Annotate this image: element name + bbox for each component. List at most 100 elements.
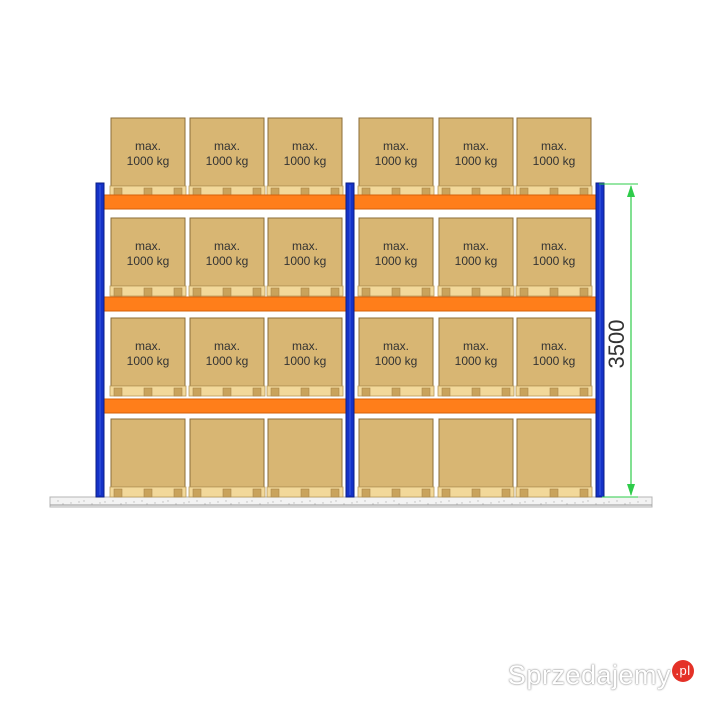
box-label-weight: 1000 kg bbox=[206, 154, 249, 168]
floor-speck bbox=[217, 501, 219, 503]
pallet-block bbox=[471, 488, 481, 498]
pallet-block bbox=[222, 488, 232, 498]
pallet-block bbox=[222, 387, 232, 397]
box-label-max: max. bbox=[135, 139, 161, 153]
pallet-block bbox=[173, 387, 183, 397]
pallet-load: max.1000 kg bbox=[109, 317, 187, 397]
floor-speck bbox=[162, 501, 164, 503]
floor-speck bbox=[608, 501, 610, 503]
pallet-block bbox=[192, 287, 202, 297]
box-label-max: max. bbox=[541, 239, 567, 253]
floor-speck bbox=[393, 500, 395, 502]
floor-speck bbox=[91, 503, 93, 505]
floor-speck bbox=[196, 500, 198, 502]
box-label-max: max. bbox=[214, 339, 240, 353]
floor-speck bbox=[62, 503, 64, 505]
cardboard-box bbox=[358, 117, 434, 187]
box-label-weight: 1000 kg bbox=[206, 354, 249, 368]
pallet-load: max.1000 kg bbox=[437, 317, 515, 397]
watermark-logo: Sprzedajemy.pl bbox=[508, 660, 694, 691]
cardboard-box bbox=[189, 418, 265, 488]
floor-speck bbox=[503, 500, 505, 502]
pallet-block bbox=[391, 387, 401, 397]
pallet-load bbox=[109, 418, 187, 498]
dimension-arrow-top bbox=[627, 185, 635, 197]
box-label-max: max. bbox=[214, 239, 240, 253]
floor-speck bbox=[545, 502, 547, 504]
box-label-max: max. bbox=[541, 139, 567, 153]
pallet-block bbox=[252, 287, 262, 297]
cardboard-box bbox=[358, 418, 434, 488]
pallet-block bbox=[441, 387, 451, 397]
floor-speck bbox=[419, 500, 421, 502]
box-label-max: max. bbox=[463, 339, 489, 353]
floor-speck bbox=[574, 502, 576, 504]
floor-speck bbox=[645, 500, 647, 502]
pallet-block bbox=[441, 488, 451, 498]
cardboard-box bbox=[267, 217, 343, 287]
floor-speck bbox=[204, 503, 206, 505]
pallet-block bbox=[143, 287, 153, 297]
pallet-block bbox=[549, 287, 559, 297]
floor-speck bbox=[322, 502, 324, 504]
cardboard-box bbox=[110, 418, 186, 488]
floor-speck bbox=[293, 502, 295, 504]
pallet-load: max.1000 kg bbox=[357, 117, 435, 197]
box-label-max: max. bbox=[135, 239, 161, 253]
pallet-block bbox=[270, 387, 280, 397]
box-label-max: max. bbox=[463, 239, 489, 253]
pallet-load: max.1000 kg bbox=[109, 117, 187, 197]
pallet-block bbox=[173, 488, 183, 498]
cardboard-box bbox=[516, 317, 592, 387]
box-label-weight: 1000 kg bbox=[533, 154, 576, 168]
pallet-block bbox=[113, 387, 123, 397]
pallet-block bbox=[113, 488, 123, 498]
box-label-max: max. bbox=[214, 139, 240, 153]
pallet-block bbox=[361, 488, 371, 498]
box-label-weight: 1000 kg bbox=[455, 154, 498, 168]
pallet-load: max.1000 kg bbox=[266, 117, 344, 197]
floor-speck bbox=[288, 503, 290, 505]
floor-speck bbox=[225, 500, 227, 502]
pallet-block bbox=[421, 488, 431, 498]
orange-beam bbox=[353, 194, 599, 210]
pallet-load bbox=[266, 418, 344, 498]
cardboard-box bbox=[110, 117, 186, 187]
orange-beam bbox=[103, 194, 349, 210]
floor-speck bbox=[78, 501, 80, 503]
floor-speck bbox=[70, 502, 72, 504]
pallet-block bbox=[501, 387, 511, 397]
pallet-block bbox=[549, 488, 559, 498]
floor-speck bbox=[167, 500, 169, 502]
pallet-block bbox=[300, 488, 310, 498]
floor-speck bbox=[372, 503, 374, 505]
floor-speck bbox=[141, 500, 143, 502]
floor-speck bbox=[456, 503, 458, 505]
floor-speck bbox=[406, 502, 408, 504]
floor-speck bbox=[440, 501, 442, 503]
pallet-block bbox=[330, 488, 340, 498]
cardboard-box bbox=[516, 117, 592, 187]
floor-speck bbox=[259, 503, 261, 505]
box-label-weight: 1000 kg bbox=[284, 254, 327, 268]
orange-beam bbox=[353, 296, 599, 312]
floor-speck bbox=[125, 502, 127, 504]
pallet-block bbox=[579, 287, 589, 297]
cardboard-box bbox=[358, 217, 434, 287]
box-label-max: max. bbox=[383, 239, 409, 253]
orange-beam bbox=[103, 398, 349, 414]
floor-speck bbox=[540, 503, 542, 505]
floor-speck bbox=[629, 502, 631, 504]
pallet-load bbox=[437, 418, 515, 498]
pallet-load: max.1000 kg bbox=[188, 217, 266, 297]
pallet-load: max.1000 kg bbox=[266, 317, 344, 397]
box-label-max: max. bbox=[292, 139, 318, 153]
pallet-block bbox=[471, 387, 481, 397]
dimension-arrow-bottom bbox=[627, 484, 635, 496]
floor-speck bbox=[414, 501, 416, 503]
floor-speck bbox=[624, 503, 626, 505]
floor-speck bbox=[246, 501, 248, 503]
floor-speck bbox=[83, 500, 85, 502]
